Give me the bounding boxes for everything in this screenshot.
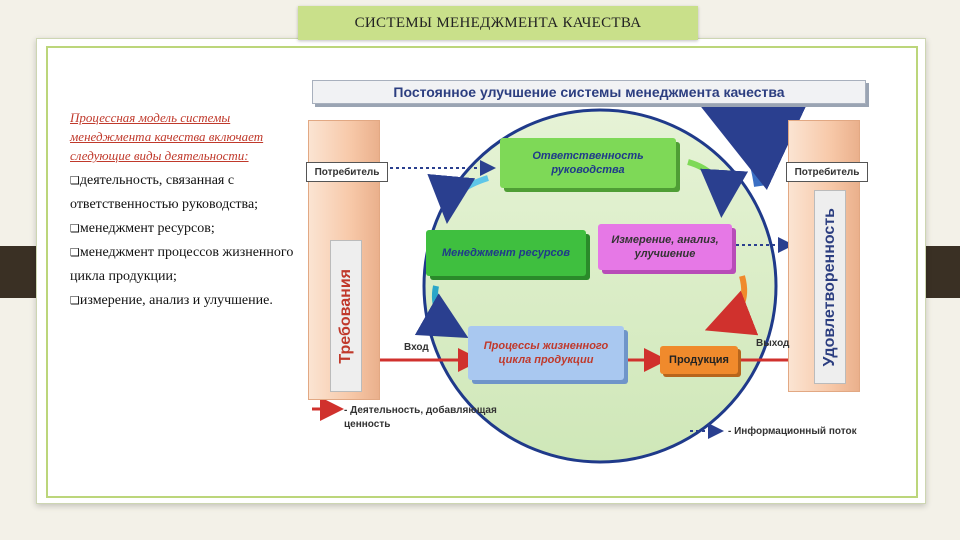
improvement-arrow [700,103,808,190]
bullet-text: менеджмент ресурсов; [79,221,215,236]
resources-box: Менеджмент ресурсов [426,230,586,276]
bullet-marker-icon: ❑ [70,222,80,235]
bullet-marker-icon: ❑ [70,246,80,259]
cycle-arrow-1 [427,173,489,224]
bullet-marker-icon: ❑ [70,174,80,187]
bullet-text: деятельность, связанная с ответственност… [70,173,259,212]
input-label: Вход [404,342,429,353]
satisfaction-label: Удовлетворенность [821,207,838,367]
responsibility-box: Ответственность руководства [500,138,676,188]
satisfaction-box: Удовлетворенность [814,190,846,384]
left-customer-tag: Потребитель [306,162,388,182]
improvement-banner: Постоянное улучшение системы менеджмента… [312,80,866,104]
intro-text: Процессная модель системы менеджмента ка… [70,110,264,163]
bullet-marker-icon: ❑ [70,294,80,307]
measurement-box: Измерение, анализ, улучшение [598,224,732,270]
bullet-text: менеджмент процессов жизненного цикла пр… [70,245,294,284]
product-box: Продукция [660,346,738,374]
slide-title: СИСТЕМЫ МЕНЕДЖМЕНТА КАЧЕСТВА [298,6,698,40]
bullet-item: ❑менеджмент ресурсов; [70,217,306,241]
bullet-item: ❑измерение, анализ и улучшение. [70,289,306,313]
processes-box: Процессы жизненного цикла продукции [468,326,624,380]
content-frame-border [46,46,918,498]
bullet-item: ❑менеджмент процессов жизненного цикла п… [70,241,306,289]
legend-info-flow: - Информационный поток [728,426,857,437]
requirements-label: Требования [337,268,354,364]
cycle-arrow-3 [704,275,759,336]
legend-value-added: - Деятельность, добавляющая ценность [344,405,497,430]
bullet-item: ❑деятельность, связанная с ответственнос… [70,169,306,217]
output-label: Выход [756,338,790,349]
bullet-text: измерение, анализ и улучшение. [79,293,273,308]
requirements-box: Требования [330,240,362,392]
right-customer-tag: Потребитель [786,162,868,182]
cycle-arrow-2 [414,285,469,338]
text-column: Процессная модель системы менеджмента ка… [70,108,306,313]
